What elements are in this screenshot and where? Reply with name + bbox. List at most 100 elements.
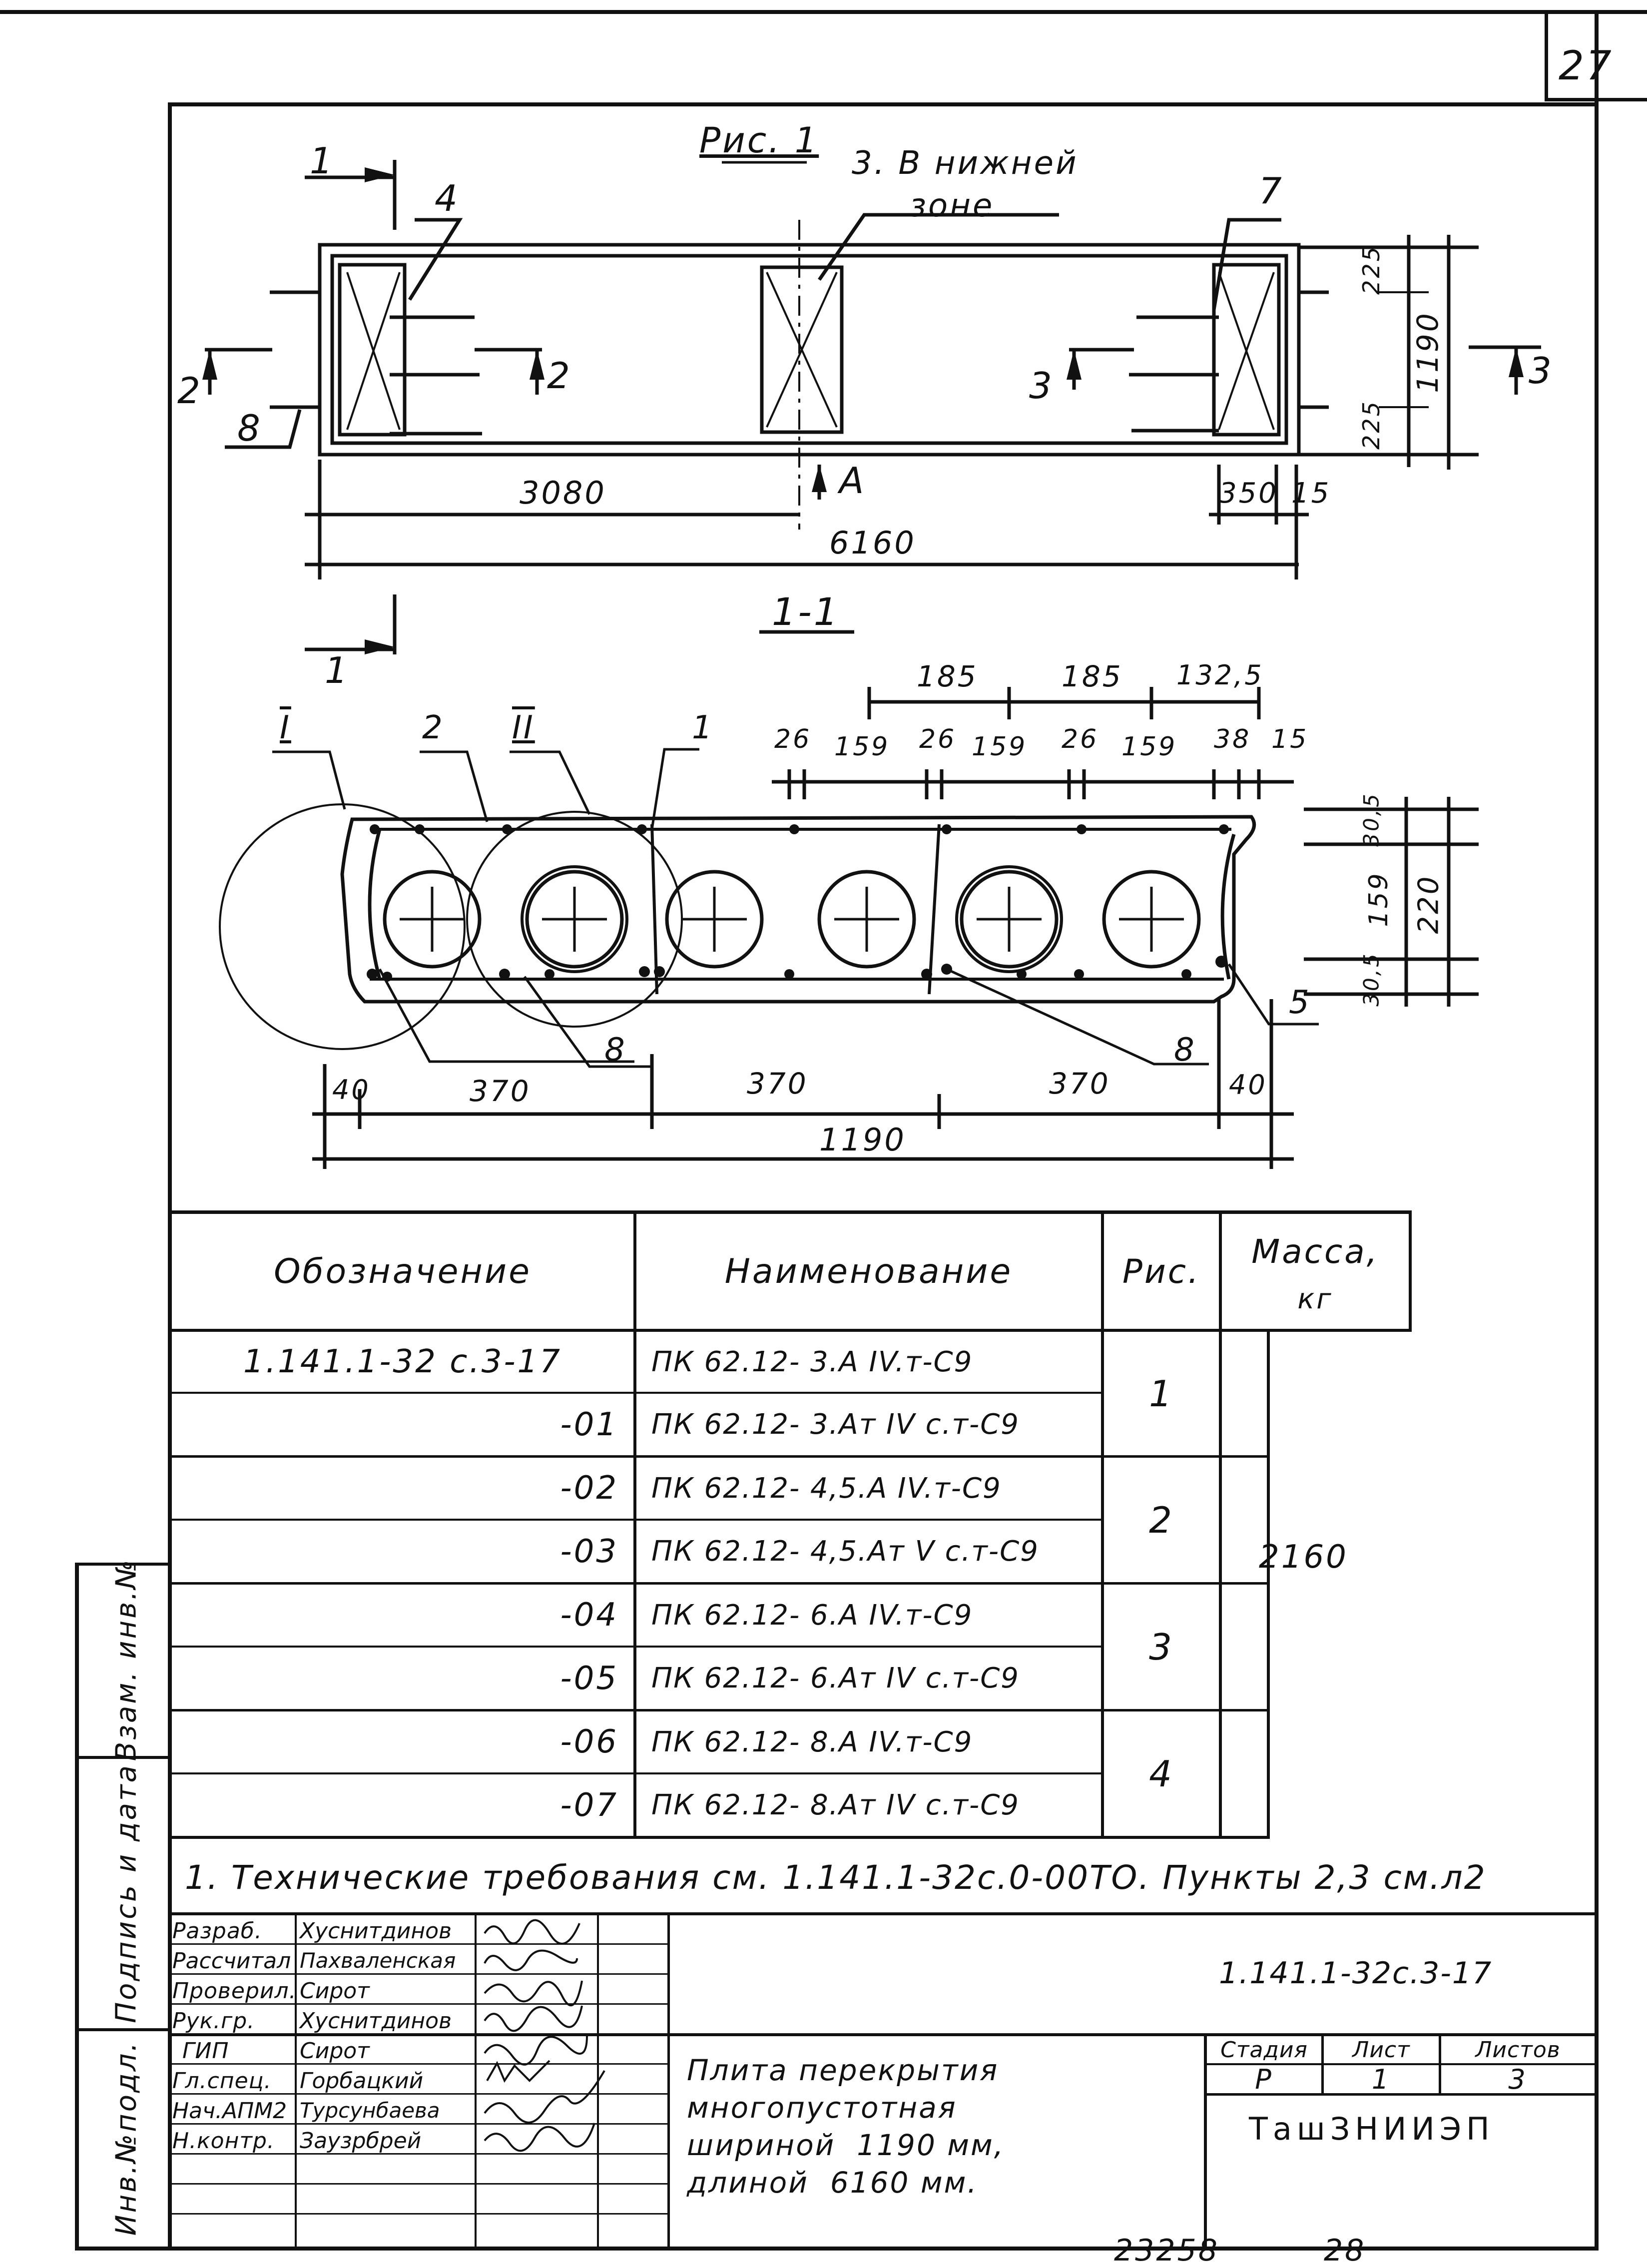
stage-value: Р	[1255, 2063, 1273, 2095]
section-title: 1-1	[772, 589, 840, 634]
dim-15-plan: 15	[1291, 477, 1331, 510]
row-name: ПК 62.12- 4,5.Ат V с.т-С9	[651, 1535, 1039, 1568]
sheets-label: Листов	[1475, 2037, 1561, 2063]
organization: ТашЗНИИЭП	[1249, 2111, 1495, 2147]
side-label-vzam: Взам. инв.№	[110, 1558, 143, 1761]
dim-159b: 159	[972, 732, 1028, 762]
slab-section-outline	[340, 815, 1256, 1004]
dim-159c: 159	[1121, 732, 1177, 762]
callout-2-section: 2	[422, 709, 445, 746]
stage-label: Стадия	[1220, 2037, 1308, 2063]
callout-8-plan: 8	[237, 407, 262, 449]
callout-I: I	[280, 709, 291, 746]
dim-26b: 26	[919, 724, 957, 754]
callout-8-left: 8	[604, 1032, 627, 1069]
dim-1190-plan: 1190	[1411, 311, 1445, 393]
dim-3080: 3080	[520, 475, 606, 511]
role-label: Гл.спец.	[172, 2068, 272, 2094]
dim-159-right: 159	[1364, 871, 1394, 927]
mass-value-display: 2160	[1259, 1539, 1348, 1576]
row-designation: -07	[560, 1786, 618, 1824]
dim-38: 38	[1214, 724, 1251, 754]
description-line-2: многопустотная	[687, 2091, 957, 2125]
row-designation: -06	[560, 1723, 618, 1760]
fig-4: 4	[1149, 1752, 1174, 1795]
callout-5: 5	[1289, 984, 1311, 1021]
header-mass: Масса,	[1251, 1232, 1379, 1271]
row-name: ПК 62.12- 3.Ат IV с.т-С9	[651, 1408, 1020, 1441]
dim-6160: 6160	[829, 525, 916, 561]
row-name: ПК 62.12- 6.А IV.т-С9	[651, 1599, 973, 1632]
person-name: Турсунбаева	[300, 2098, 440, 2123]
dim-40-left: 40	[332, 1074, 371, 1106]
side-label-inv: Инв.№подл.	[110, 2040, 143, 2236]
role-label: Н.контр.	[172, 2128, 275, 2154]
row-designation: -04	[560, 1597, 618, 1634]
signatures	[484, 1919, 605, 2152]
person-name: Хуснитдинов	[300, 1918, 452, 1944]
drawing-area	[202, 160, 1541, 1169]
description-line-1: Плита перекрытия	[687, 2053, 999, 2087]
dim-350: 350	[1219, 477, 1278, 510]
person-name: Хуснитдинов	[300, 2008, 452, 2034]
sheet-number: 27	[1559, 42, 1614, 89]
person-name: Заузрбрей	[300, 2128, 422, 2154]
person-name: Горбацкий	[300, 2068, 424, 2094]
role-label: ГИП	[182, 2038, 229, 2064]
callout-4: 4	[435, 177, 460, 219]
row-designation: -05	[560, 1660, 618, 1697]
doc-code: 1.141.1-32с.3-17	[1219, 1956, 1493, 1991]
callout-8-right: 8	[1174, 1032, 1196, 1069]
dim-40-right: 40	[1229, 1069, 1267, 1101]
dim-305-bottom: 30,5	[1359, 952, 1384, 1007]
dim-26a: 26	[774, 724, 812, 754]
footer-number: 23258	[1114, 2233, 1219, 2268]
role-label: Рук.гр.	[172, 2008, 255, 2034]
row-name: ПК 62.12- 8.А IV.т-С9	[651, 1725, 973, 1758]
person-name: Сирот	[300, 1978, 370, 2004]
role-label: Разраб.	[172, 1918, 262, 1944]
side-label-podpis: Подпись и дата	[110, 1763, 143, 2023]
row-name: ПК 62.12- 8.Ат IV с.т-С9	[651, 1789, 1020, 1821]
sheets-value: 3	[1508, 2063, 1528, 2095]
row-designation: -02	[560, 1470, 618, 1507]
header-name: Наименование	[724, 1251, 1013, 1291]
dim-225-top: 225	[1358, 245, 1385, 295]
fig-3: 3	[1149, 1626, 1174, 1668]
section-3-right: 3	[1529, 350, 1554, 392]
figure-label: Рис. 1	[699, 120, 819, 161]
dim-1325: 132,5	[1176, 659, 1264, 691]
header-mass-unit: кг	[1297, 1282, 1333, 1315]
description-line-4: длиной 6160 мм.	[687, 2166, 978, 2200]
callout-1-section: 1	[692, 709, 714, 746]
section-1-bottom: 1	[325, 649, 350, 691]
mass-value: 2160	[1222, 1332, 1267, 1836]
dim-1190-section: 1190	[819, 1122, 906, 1158]
dim-26c: 26	[1062, 724, 1099, 754]
sheet-label: Лист	[1352, 2037, 1410, 2063]
role-label: Рассчитал	[172, 1948, 291, 1974]
row-designation: 1.141.1-32 с.3-17	[243, 1343, 562, 1380]
dim-15-section: 15	[1271, 724, 1309, 754]
row-designation: -01	[560, 1406, 618, 1443]
dim-370-b: 370	[747, 1067, 808, 1101]
row-designation: -03	[560, 1533, 618, 1570]
dim-370-a: 370	[470, 1074, 531, 1108]
technical-note: 1. Технические требования см. 1.141.1-32…	[185, 1858, 1487, 1897]
row-name: ПК 62.12- 6.Ат IV с.т-С9	[651, 1662, 1020, 1695]
sheet-value: 1	[1371, 2063, 1391, 2095]
fig-2: 2	[1149, 1499, 1174, 1541]
section-2-right: 2	[547, 355, 572, 397]
dim-159a: 159	[834, 732, 890, 762]
dim-225-bottom: 225	[1358, 400, 1385, 450]
footer-page: 28	[1324, 2233, 1366, 2268]
description-line-3: шириной 1190 мм,	[687, 2128, 1005, 2162]
view-a-label: A	[839, 460, 866, 502]
section-2-left: 2	[177, 370, 202, 412]
role-label: Нач.АПМ2	[172, 2098, 287, 2124]
dim-220: 220	[1412, 874, 1445, 934]
header-designation: Обозначение	[274, 1251, 532, 1291]
dim-185b: 185	[1062, 659, 1123, 693]
dim-305-top: 30,5	[1359, 792, 1384, 847]
row-name: ПК 62.12- 4,5.А IV.т-С9	[651, 1472, 1002, 1505]
